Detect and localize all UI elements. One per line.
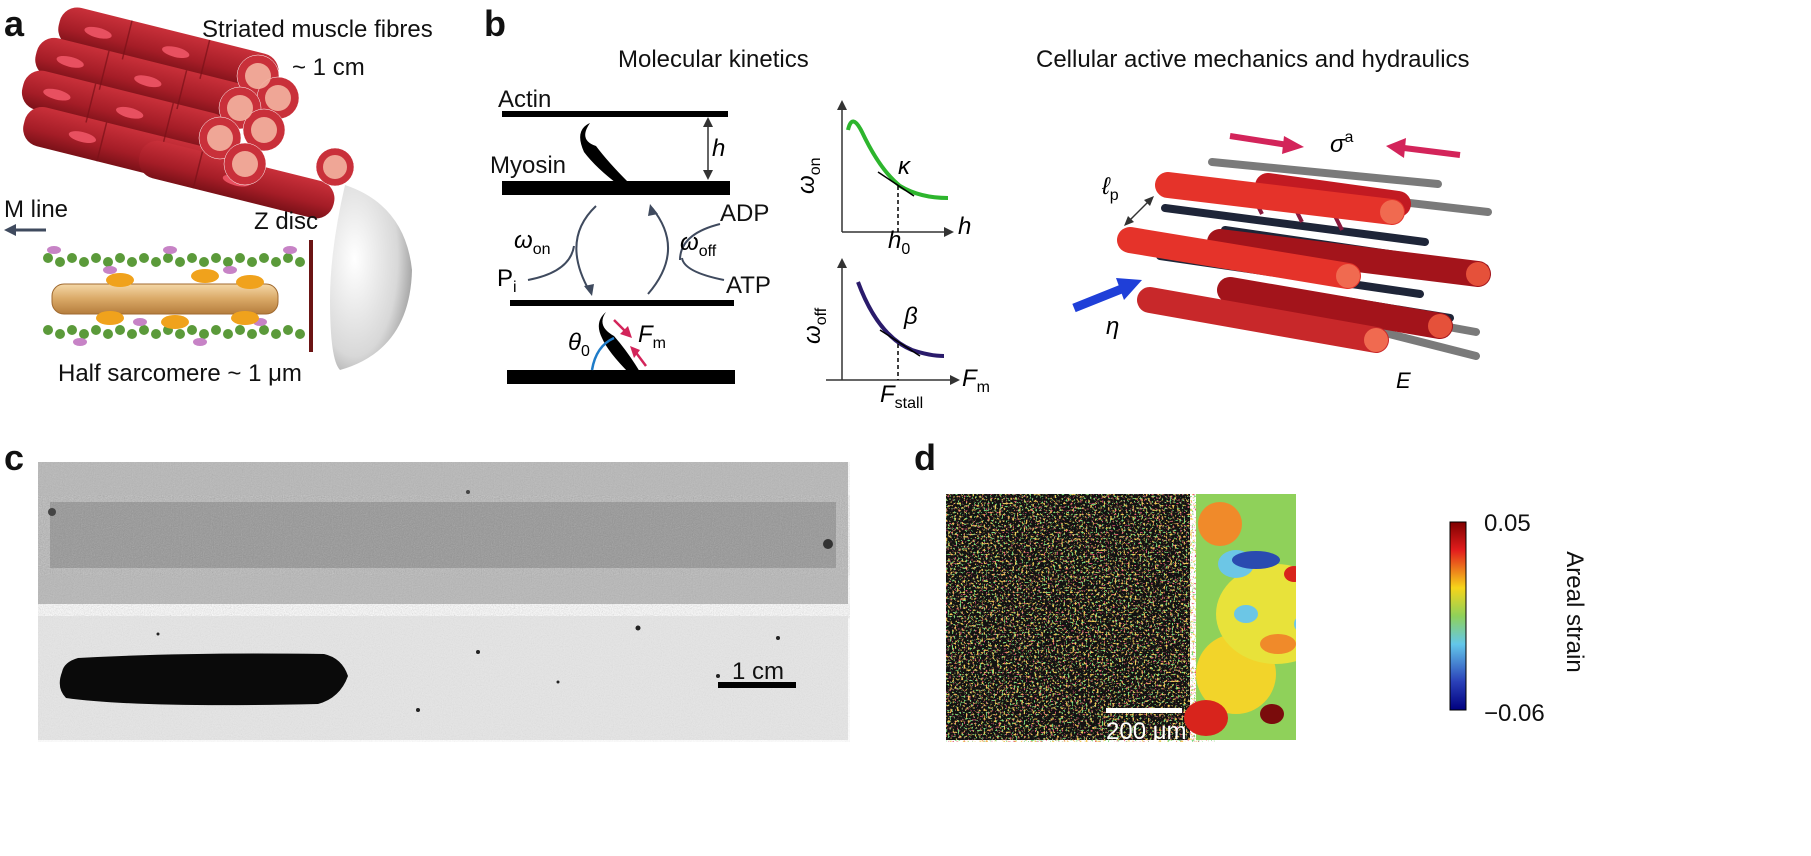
adp-label: ADP [720, 200, 770, 227]
colorbar [1449, 521, 1467, 711]
fibre-scale-label: ~ 1 cm [292, 54, 365, 81]
f-stall-label: Fstall [880, 381, 923, 412]
scale-bar-d-label: 200 μm [1106, 718, 1187, 745]
half-sarcomere-label: Half sarcomere ~ 1 μm [58, 360, 302, 387]
strain-maps [946, 494, 1296, 740]
sigma-a-label: σa [1330, 129, 1353, 158]
myosin-head-top [580, 123, 628, 186]
panel-label-b: b [484, 3, 506, 44]
fm-label: Fm [638, 321, 666, 352]
areal-strain-map [1184, 494, 1296, 740]
pi-label: Pi [497, 265, 517, 296]
h-axis-label: h [958, 213, 971, 240]
lp-dimension-arrow [1127, 199, 1151, 223]
omega-on-label: ωon [514, 227, 551, 258]
half-sarcomere-illustration [4, 224, 313, 352]
omega-off-plot [826, 258, 960, 385]
eta-label: η [1106, 313, 1119, 340]
sigma-arrow-left [1403, 145, 1461, 158]
colorbar-min-label: −0.06 [1484, 700, 1545, 727]
omega-off-axis-label: ωoff [799, 307, 830, 344]
molecular-kinetics-title: Molecular kinetics [618, 46, 809, 73]
theta-zero-label: θ0 [568, 329, 590, 360]
fm-axis-label: Fm [962, 365, 990, 396]
myosin-filament-bottom [507, 370, 735, 384]
omega-off-label: ωoff [680, 229, 717, 260]
muscle-strip-after [59, 653, 348, 706]
scale-bar-d [1106, 708, 1182, 713]
cellular-mechanics-title: Cellular active mechanics and hydraulics [1036, 46, 1470, 73]
panel-label-a: a [4, 3, 25, 44]
beta-label: β [903, 303, 918, 330]
actin-filament-bottom [510, 300, 734, 306]
h0-label: h0 [888, 227, 910, 258]
filament-bundle-illustration [1117, 158, 1492, 360]
omega-on-curve [846, 119, 949, 200]
omega-off-curve [856, 281, 945, 358]
panel-label-d: d [914, 437, 936, 478]
e-label: E [1396, 368, 1411, 393]
lp-label: ℓp [1101, 173, 1119, 204]
fibre-bundle [21, 7, 355, 219]
z-disc-label: Z disc [254, 208, 319, 235]
omega-on-plot [837, 100, 954, 237]
colorbar-max-label: 0.05 [1484, 510, 1531, 537]
h-dimension-label: h [712, 135, 725, 162]
scale-bar-c-label: 1 cm [732, 658, 785, 685]
scale-bar-c [718, 682, 796, 688]
panel-label-c: c [4, 437, 25, 478]
colorbar-title: Areal strain [1561, 551, 1588, 673]
eta-arrow [1072, 283, 1126, 313]
myosin-head-bottom [598, 312, 640, 374]
myosin-label: Myosin [490, 152, 567, 179]
magnification-cone [330, 185, 412, 370]
atp-label: ATP [726, 272, 771, 299]
molecular-kinetics-diagram: h ωon ωoff Pi θ0 Fm ωon κ h h0 ωoff β Fm… [497, 100, 1492, 412]
omega-on-axis-label: ωon [793, 158, 824, 195]
actin-filament-top [502, 111, 728, 117]
muscle-fibres-illustration [4, 7, 412, 370]
kappa-label: κ [898, 153, 912, 180]
theta-angle-arc [590, 336, 615, 371]
actin-label: Actin [498, 86, 552, 113]
sigma-arrow-right [1229, 133, 1289, 148]
fibres-title: Striated muscle fibres [202, 16, 433, 43]
m-line-label: M line [4, 196, 69, 223]
muscle-strip-photographs [38, 462, 848, 740]
myosin-filament-top [502, 181, 730, 195]
